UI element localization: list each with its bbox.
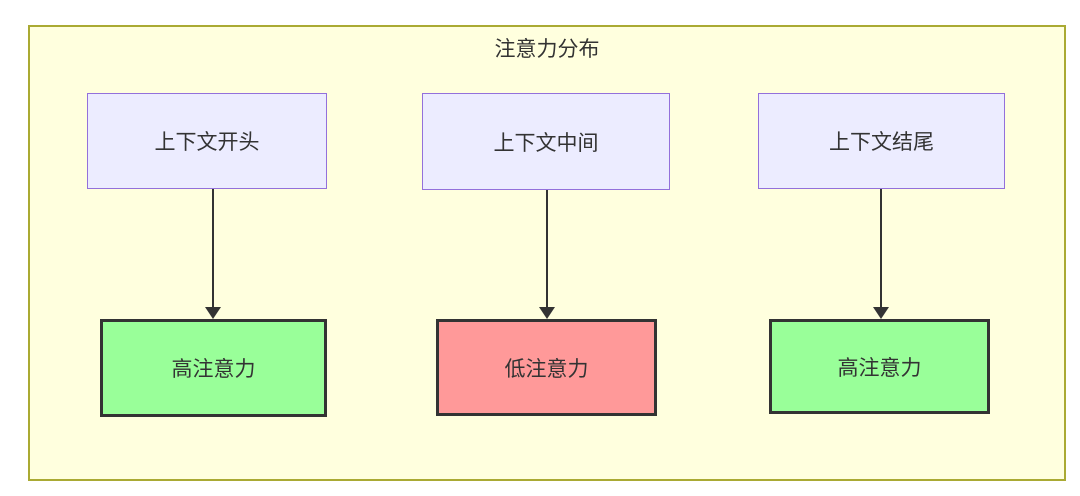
node-low-attention: 低注意力 xyxy=(436,319,657,416)
node-high-attention-2: 高注意力 xyxy=(769,319,990,414)
arrowhead-down-icon xyxy=(873,307,889,319)
node-context-middle: 上下文中间 xyxy=(422,93,670,190)
arrowhead-down-icon xyxy=(205,307,221,319)
node-high-attention-1: 高注意力 xyxy=(100,319,327,417)
arrowhead-down-icon xyxy=(539,307,555,319)
node-context-start: 上下文开头 xyxy=(87,93,327,189)
diagram-title: 注意力分布 xyxy=(494,38,600,61)
arrow-line-1 xyxy=(212,189,214,310)
arrow-line-2 xyxy=(546,190,548,310)
arrow-line-3 xyxy=(880,189,882,310)
node-context-end: 上下文结尾 xyxy=(758,93,1005,189)
